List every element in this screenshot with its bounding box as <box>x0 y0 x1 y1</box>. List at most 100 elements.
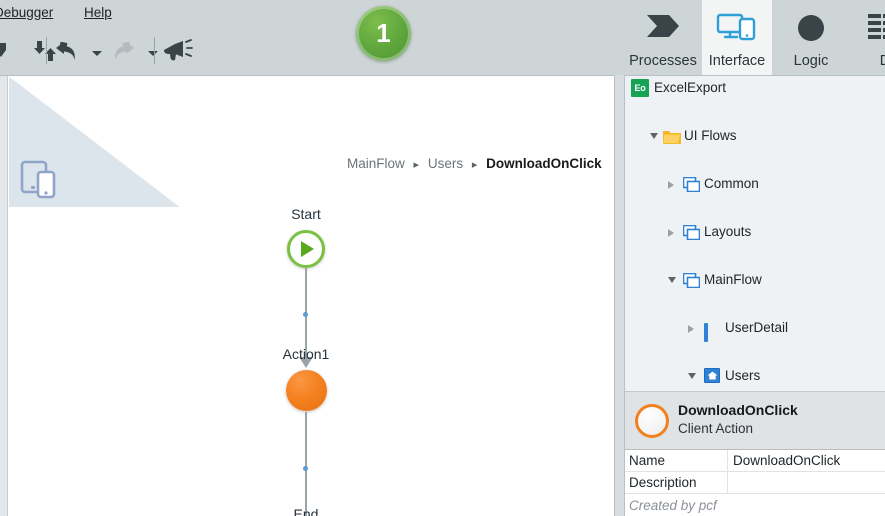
toolbar-partial-icon[interactable] <box>0 41 8 59</box>
property-row-name[interactable]: Name DownloadOnClick <box>625 450 885 472</box>
tab-logic-label: Logic <box>793 53 829 69</box>
panel-splitter[interactable] <box>614 75 625 516</box>
menu-item-debugger-label: Debugger <box>0 5 54 20</box>
tree-item-mainflow[interactable]: MainFlow <box>625 268 885 292</box>
menu-item-help-label: Help <box>84 5 112 20</box>
redo-dropdown-caret-icon[interactable] <box>148 51 158 56</box>
uiflow-icon <box>682 224 701 241</box>
flow-connector-1-arrow-icon <box>299 357 313 368</box>
tree-item-users[interactable]: Users <box>625 364 885 388</box>
properties-client-action-icon <box>635 404 669 438</box>
home-screen-icon <box>704 368 721 385</box>
undo-icon[interactable] <box>52 39 82 63</box>
tree-item-layouts[interactable]: Layouts <box>625 220 885 244</box>
tab-data[interactable]: D <box>850 0 885 75</box>
flow-connector-2[interactable] <box>305 412 307 516</box>
data-grid-icon <box>868 14 885 39</box>
tree-item-userdetail[interactable]: UserDetail <box>625 316 885 342</box>
property-key-name: Name <box>629 453 666 468</box>
tree-twisty-layouts[interactable] <box>665 220 679 244</box>
flow-node-action1-label: Action1 <box>282 346 330 362</box>
breadcrumb: MainFlow ▸ Users ▸ DownloadOnClick <box>347 154 602 174</box>
tree-item-common[interactable]: Common <box>625 172 885 196</box>
play-triangle-icon <box>301 241 314 257</box>
menu-item-help[interactable]: Help <box>78 3 118 23</box>
tab-processes[interactable]: Processes <box>628 0 698 75</box>
tree-twisty-mainflow[interactable] <box>665 268 679 292</box>
tab-data-label: D <box>879 53 885 69</box>
tree-twisty-userdetail[interactable] <box>685 316 699 340</box>
step-marker-number: 1 <box>376 18 391 48</box>
screen-icon <box>704 321 721 342</box>
properties-header: DownloadOnClick Client Action <box>625 391 885 449</box>
module-icon-badge: Eo <box>631 79 649 97</box>
flow-node-start[interactable] <box>287 230 325 268</box>
process-chevron-icon <box>647 15 679 37</box>
folder-icon-glyph <box>663 131 681 144</box>
toolbar <box>0 27 618 75</box>
tree-item-mainflow-label: MainFlow <box>704 272 762 287</box>
flow-connector-2-midpoint[interactable] <box>303 466 308 471</box>
tab-interface[interactable]: Interface <box>702 0 772 75</box>
breadcrumb-separator-1: ▸ <box>471 159 478 171</box>
redo-icon[interactable] <box>108 39 138 63</box>
breadcrumb-separator-0: ▸ <box>413 159 420 171</box>
tree-item-ui-flows[interactable]: UI Flows <box>625 124 885 148</box>
tab-logic[interactable]: Logic <box>776 0 846 75</box>
home-screen-icon-glyph <box>704 368 720 383</box>
uiflow-icon <box>682 176 701 193</box>
flow-node-end-label: End <box>293 506 319 516</box>
undo-dropdown-caret-icon[interactable] <box>92 51 102 56</box>
flow-canvas[interactable]: MainFlow ▸ Users ▸ DownloadOnClick Start… <box>0 75 614 516</box>
property-key-description: Description <box>629 475 697 490</box>
toolbar-separator-1 <box>46 37 47 64</box>
screen-icon-glyph <box>704 323 708 342</box>
property-value-description[interactable] <box>727 472 885 494</box>
right-panel: Eo ExcelExport UI Flows <box>625 75 885 516</box>
top-chrome: Debugger Help <box>0 0 885 75</box>
main-area: MainFlow ▸ Users ▸ DownloadOnClick Start… <box>0 75 885 516</box>
properties-subtitle: Client Action <box>678 421 754 436</box>
flow-connector-1-midpoint[interactable] <box>303 312 308 317</box>
tab-interface-label: Interface <box>708 53 766 69</box>
publish-icon[interactable] <box>32 39 58 63</box>
properties-title: DownloadOnClick <box>678 402 798 418</box>
uiflow-icon-glyph <box>682 224 701 241</box>
uiflow-icon-glyph <box>682 272 701 289</box>
tree-item-excelexport-label: ExcelExport <box>654 80 727 95</box>
ribbon-tabs: Processes Interface Logic <box>618 0 885 75</box>
tree-item-users-label: Users <box>725 368 761 383</box>
properties-table: Name DownloadOnClick Description Created… <box>625 449 885 516</box>
canvas-left-rail <box>0 76 8 516</box>
tab-processes-label: Processes <box>629 53 697 69</box>
folder-icon <box>663 128 681 145</box>
property-row-description[interactable]: Description <box>625 472 885 494</box>
step-marker-badge: 1 <box>356 6 411 61</box>
circle-icon <box>798 15 824 41</box>
menu-bar: Debugger Help <box>0 0 885 27</box>
feedback-icon[interactable] <box>162 39 194 63</box>
tree-twisty-ui-flows[interactable] <box>647 124 661 148</box>
tree-item-userdetail-label: UserDetail <box>725 320 789 335</box>
tree-twisty-common[interactable] <box>665 172 679 196</box>
menu-item-debugger[interactable]: Debugger <box>0 3 59 23</box>
element-tree[interactable]: Eo ExcelExport UI Flows <box>625 76 885 391</box>
breadcrumb-item-0[interactable]: MainFlow <box>347 156 405 171</box>
uiflow-icon-glyph <box>682 176 701 193</box>
breadcrumb-item-1[interactable]: Users <box>427 156 464 171</box>
devices-icon <box>716 13 756 41</box>
tree-item-ui-flows-label: UI Flows <box>684 128 737 143</box>
tree-item-layouts-label: Layouts <box>704 224 752 239</box>
tree-item-common-label: Common <box>704 176 759 191</box>
flow-node-start-label: Start <box>291 206 321 222</box>
toolbar-separator-2 <box>154 37 155 64</box>
property-value-name[interactable]: DownloadOnClick <box>727 450 885 472</box>
tablet-phone-icon <box>20 160 56 199</box>
tree-item-excelexport[interactable]: Eo ExcelExport <box>625 76 885 100</box>
tree-twisty-users[interactable] <box>685 364 699 388</box>
properties-note: Created by pcf <box>629 498 717 513</box>
breadcrumb-item-2[interactable]: DownloadOnClick <box>486 156 602 171</box>
flow-node-action1[interactable] <box>286 370 327 411</box>
uiflow-icon <box>682 272 701 289</box>
